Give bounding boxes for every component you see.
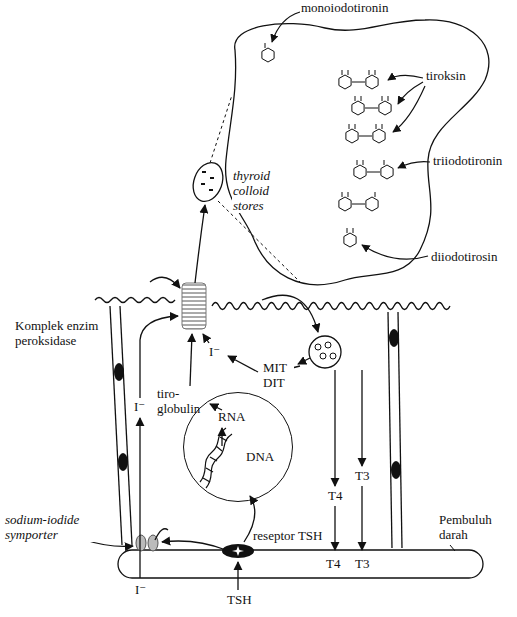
nucleus-text: DNA — [246, 449, 274, 464]
pointer-arrows — [250, 12, 430, 259]
label: I⁻ — [134, 582, 147, 597]
label: I⁻ — [133, 399, 146, 414]
vesicle — [309, 336, 341, 368]
blood-vessel — [118, 550, 483, 578]
label: Pembuluh darah — [438, 512, 512, 542]
label: reseptor TSH — [252, 528, 323, 543]
nucleus: RNA DNA — [183, 392, 293, 502]
colloid-drop-dots — [201, 172, 214, 190]
cell-walls — [110, 306, 402, 548]
apical-membrane — [95, 298, 175, 303]
label: Komplek enzim peroksidase — [14, 318, 108, 348]
label: monoiodotironin — [300, 0, 389, 15]
label: diiodotirosin — [430, 249, 498, 264]
dna-helix — [200, 428, 232, 488]
label: TSH — [226, 592, 253, 607]
label: T4 — [325, 556, 341, 571]
label: T3 — [354, 556, 370, 571]
apical-membrane — [212, 303, 450, 310]
label: I⁻ — [208, 344, 221, 359]
tsh-receptor — [222, 544, 254, 558]
label: MIT DIT — [262, 360, 294, 390]
label: T4 — [327, 488, 343, 503]
label: T3 — [354, 468, 370, 483]
label: triiodotironin — [432, 153, 503, 168]
process-arrows — [85, 205, 362, 590]
peroxidase-complex — [182, 283, 206, 329]
colloid-drop — [188, 158, 228, 205]
label: tiroksin — [425, 68, 467, 83]
label: tiro- globulin — [156, 386, 206, 416]
nucleus-text: RNA — [218, 409, 245, 424]
label: sodium-iodide symporter — [4, 512, 106, 542]
label: thyroid colloid stores — [232, 168, 296, 213]
tight-junctions — [114, 329, 401, 479]
iodothyronine-molecules — [262, 43, 393, 247]
symporter — [136, 535, 146, 551]
